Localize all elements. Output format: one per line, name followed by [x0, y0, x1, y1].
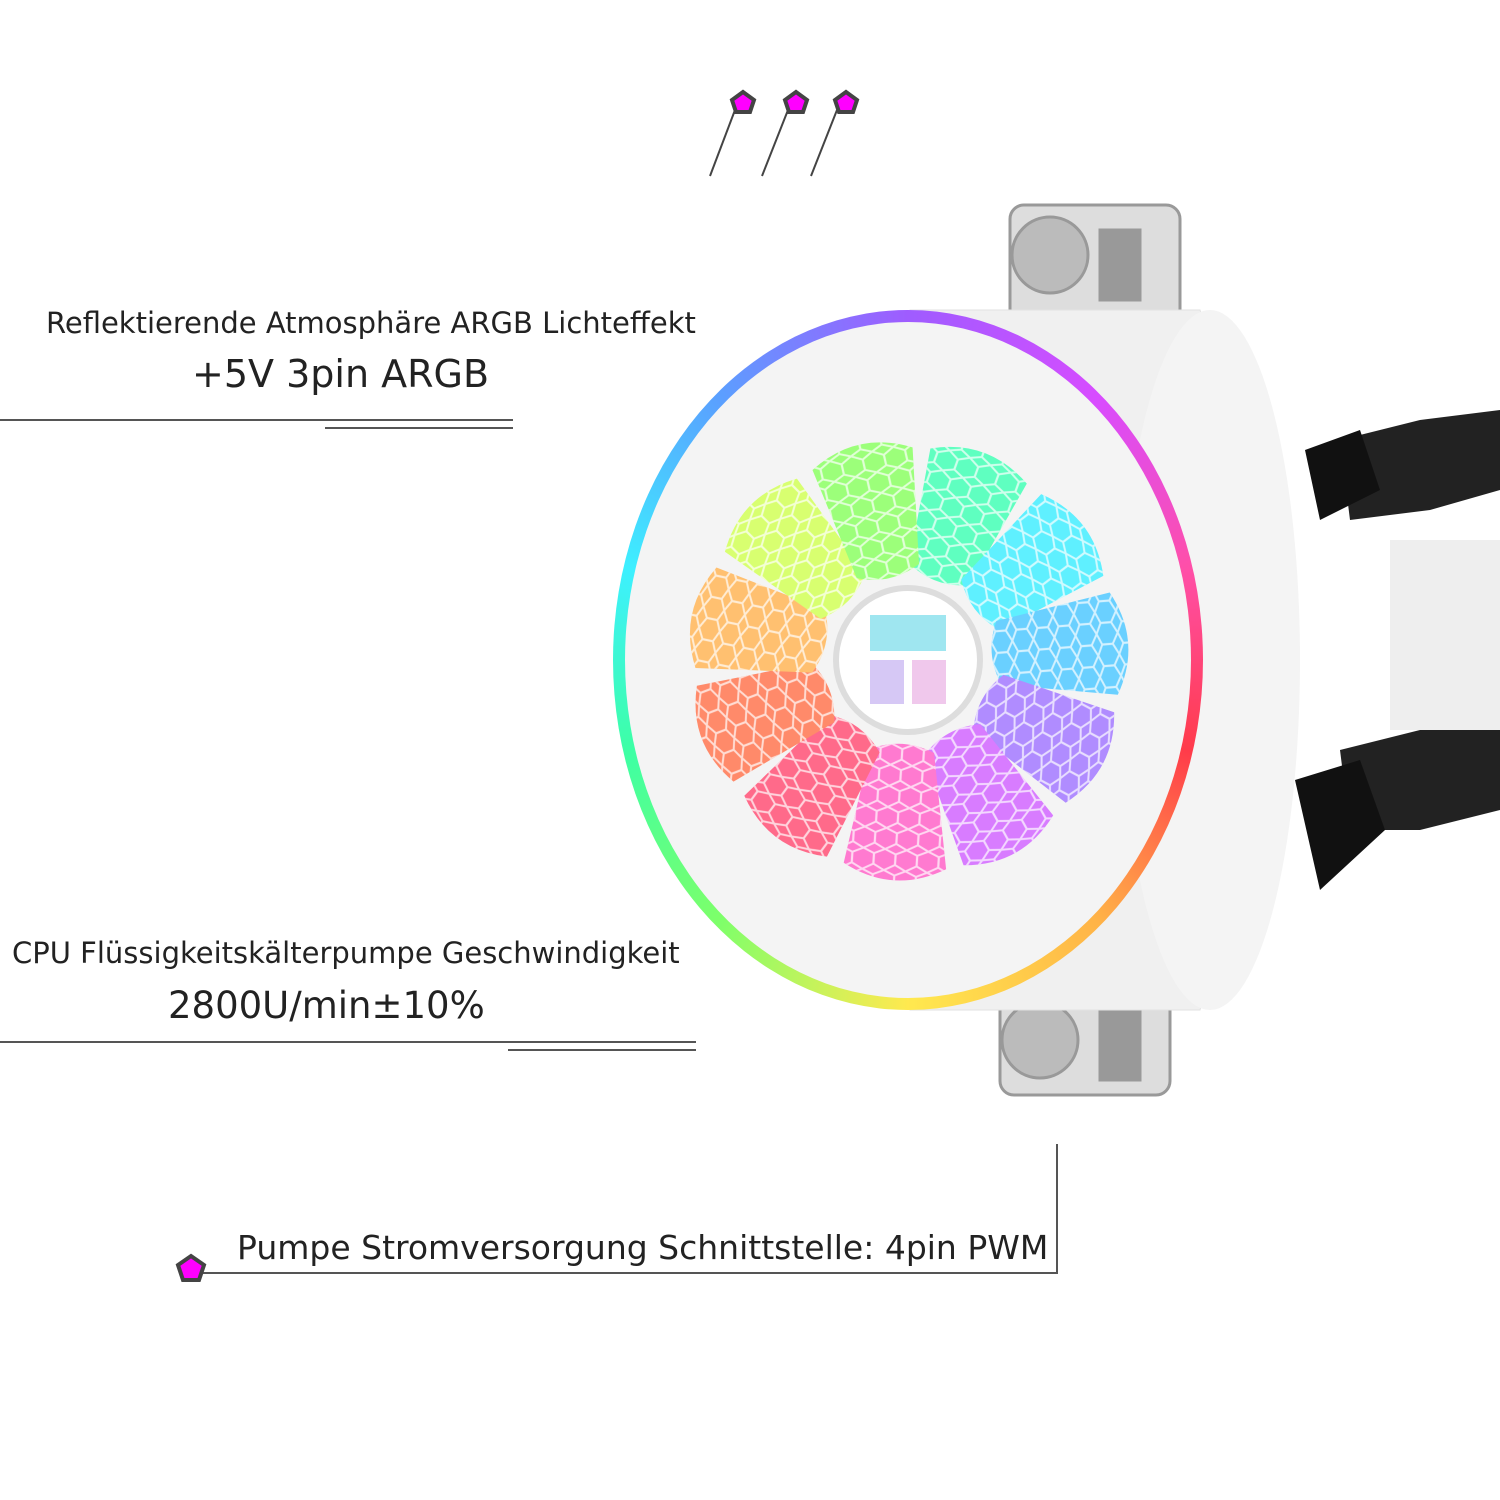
- rgb-vent: [843, 743, 947, 881]
- pentagon-marker-icon: [175, 1253, 207, 1282]
- mounting-brackets: [998, 203, 1182, 1097]
- logo-icon: [833, 585, 983, 735]
- divider: [1056, 1144, 1058, 1274]
- pump-speed-value: 2800U/min±10%: [168, 984, 485, 1027]
- rgb-vent: [924, 724, 1054, 866]
- argb-pin-markers: [709, 89, 860, 177]
- rgb-vent: [695, 662, 835, 782]
- power-interface-label: Pumpe Stromversorgung Schnittstelle: 4pi…: [237, 1228, 1049, 1267]
- rgb-vent: [724, 478, 866, 619]
- argb-effect-title: Reflektierende Atmosphäre ARGB Lichteffe…: [46, 306, 696, 340]
- rgb-vent: [812, 442, 920, 580]
- rgb-vent: [961, 494, 1104, 631]
- rgb-vent: [909, 446, 1027, 586]
- rgb-vents: [690, 442, 1129, 881]
- pentagon-marker-icon: [729, 89, 757, 114]
- pump-speed-title: CPU Flüssigkeitskälterpumpe Geschwindigk…: [12, 936, 680, 970]
- rgb-vent: [991, 592, 1129, 695]
- divider: [325, 427, 513, 429]
- divider: [0, 1041, 696, 1043]
- pump-product-image: [560, 190, 1500, 1120]
- rgb-vent: [744, 714, 880, 857]
- rgb-vent: [690, 567, 828, 673]
- divider: [0, 419, 513, 421]
- argb-effect-value: +5V 3pin ARGB: [192, 352, 490, 396]
- rgb-vent: [973, 674, 1115, 803]
- divider: [190, 1272, 1058, 1274]
- divider: [508, 1049, 696, 1051]
- pentagon-marker-icon: [782, 89, 810, 114]
- pentagon-marker-icon: [832, 89, 860, 114]
- tube-fittings: [1295, 410, 1500, 890]
